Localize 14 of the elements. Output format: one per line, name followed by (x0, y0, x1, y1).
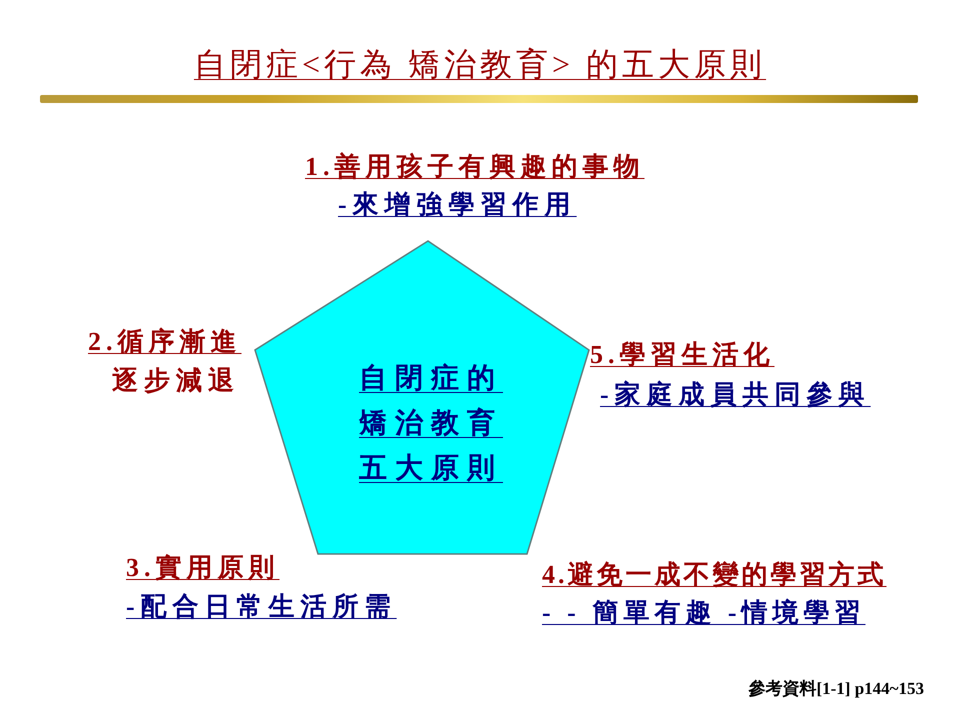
principle-heading: 4.避免一成不變的學習方式 (542, 559, 886, 591)
reference-note: 參考資料[1-1] p144~153 (748, 678, 924, 700)
pentagon-node (254, 240, 590, 555)
node-text: 自閉症的矯治教育五大原則 (358, 362, 504, 486)
principle-heading: 5.學習生活化 (590, 339, 774, 371)
principle-note: -家庭成員共同參與 (600, 379, 871, 411)
principle-heading: 2.循序漸進 (88, 326, 242, 358)
principle-note: - - 簡單有趣 -情境學習 (542, 597, 866, 629)
principle-heading: 1.善用孩子有興趣的事物 (305, 151, 644, 183)
principle-note: -來增強學習作用 (338, 189, 577, 221)
principle-heading: 3.實用原則 (126, 552, 280, 584)
principle-note: -配合日常生活所需 (126, 591, 397, 623)
diagram-title: 自閉症<行為 矯治教育> 的五大原則 (194, 45, 766, 84)
principle-note: 逐步減退 (112, 365, 240, 397)
